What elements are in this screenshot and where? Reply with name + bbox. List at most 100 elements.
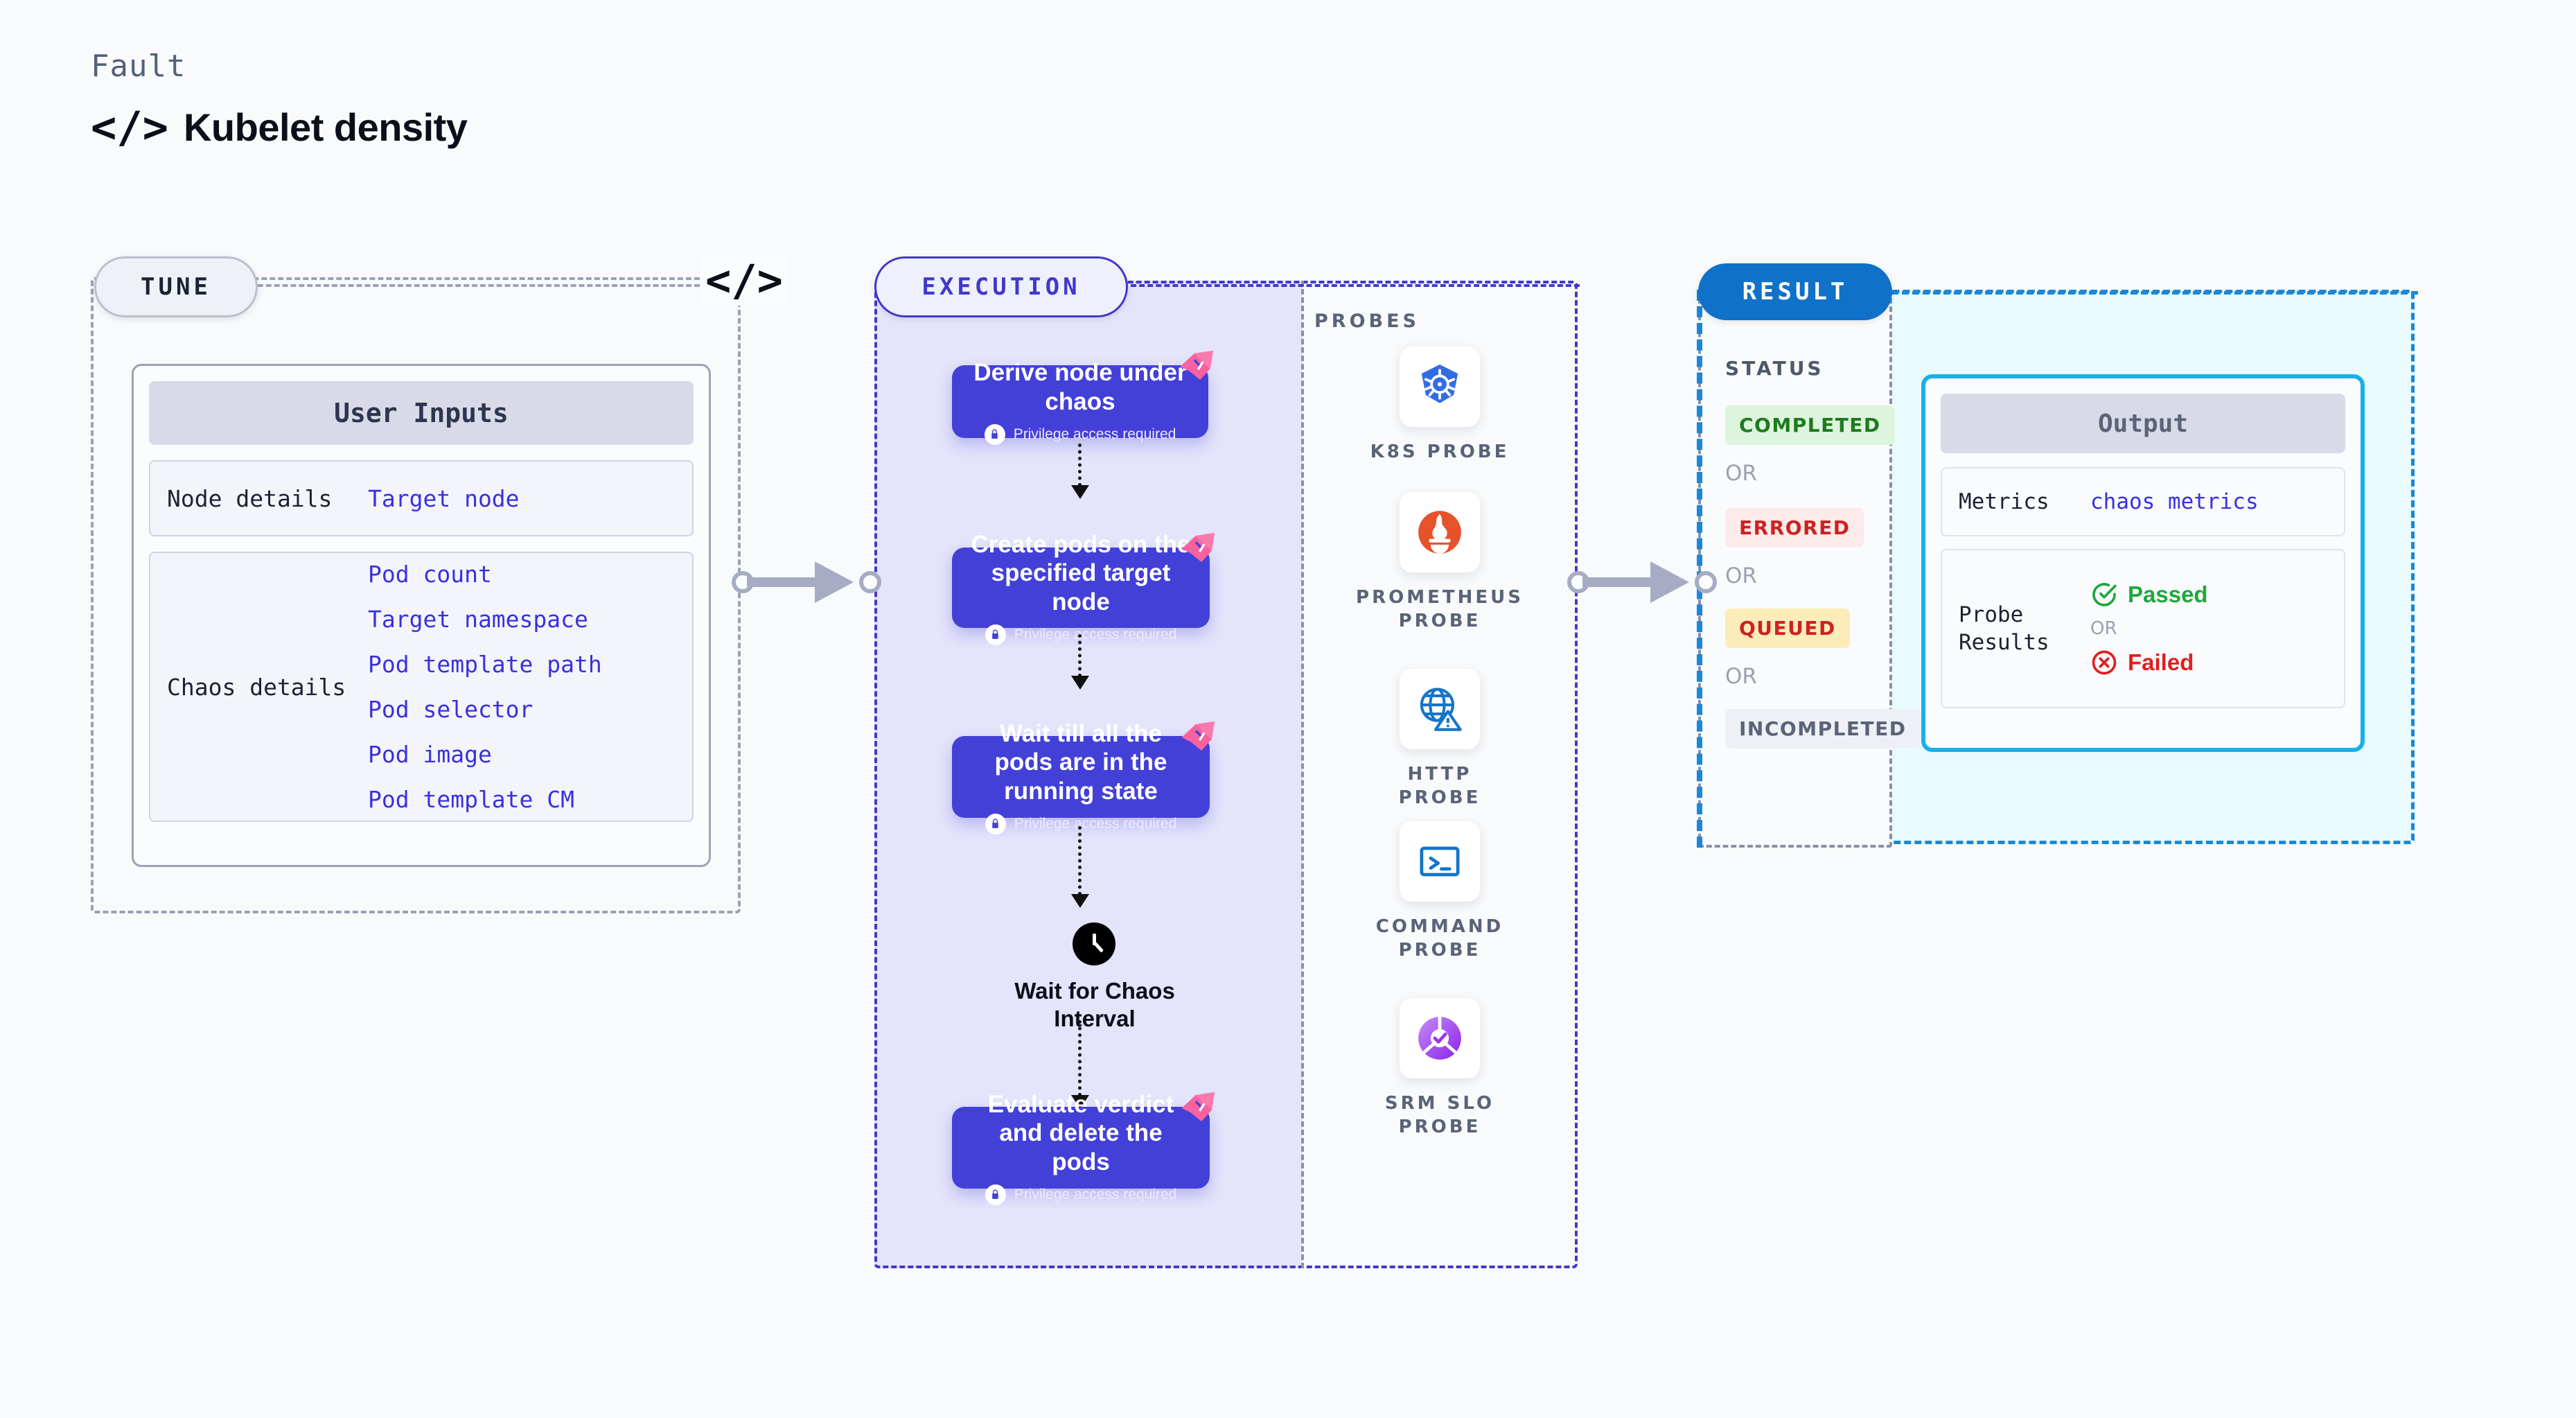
tune-stage-pill[interactable]: TUNE <box>94 256 258 317</box>
node-details-values: Target node <box>368 485 520 512</box>
connector-tune-to-execution <box>732 561 881 603</box>
connector-execution-to-result <box>1567 561 1717 603</box>
status-or-2: OR <box>1725 563 1757 588</box>
connector-end-dot <box>1695 571 1717 593</box>
input-pod-selector[interactable]: Pod selector <box>368 696 533 723</box>
chaos-details-label: Chaos details <box>167 673 346 701</box>
probe-results-label: Probe Results <box>1959 602 2049 655</box>
probes-section-title: PROBES <box>1314 310 1420 332</box>
verdict-failed: Failed <box>2090 649 2208 676</box>
code-brackets-icon: </> <box>91 101 168 152</box>
connector-arrow-head <box>1650 561 1689 603</box>
flow-node-title: Evaluate verdict and delete the pods <box>987 1091 1174 1175</box>
flow-arrow-2 <box>1078 634 1082 677</box>
input-pod-template-path[interactable]: Pod template path <box>368 651 602 678</box>
check-circle-icon <box>2092 583 2117 606</box>
node-details-label: Node details <box>167 484 333 512</box>
connector-end-dot <box>859 571 881 593</box>
input-pod-count[interactable]: Pod count <box>368 561 492 588</box>
probe-k8s[interactable]: K8S PROBE <box>1364 347 1516 464</box>
metrics-row: Metrics chaos metrics <box>1941 467 2345 536</box>
tune-code-brackets-icon: </> <box>700 255 788 306</box>
tune-dashed-connector <box>249 284 700 287</box>
harness-ribbon-icon <box>1180 350 1214 380</box>
probe-http[interactable]: HTTP PROBE <box>1364 669 1516 810</box>
prometheus-icon <box>1400 492 1480 572</box>
lock-icon <box>985 1184 1006 1205</box>
privilege-note: Privilege access required <box>985 813 1177 834</box>
flow-arrow-4 <box>1078 1020 1082 1096</box>
metrics-value[interactable]: chaos metrics <box>2090 489 2259 514</box>
status-badge-completed: COMPLETED <box>1725 405 1895 445</box>
privilege-note: Privilege access required <box>984 423 1176 445</box>
execution-dashed-connector <box>1122 284 1580 287</box>
status-or-3: OR <box>1725 664 1757 689</box>
harness-ribbon-icon <box>1181 1092 1215 1121</box>
result-panel-left-border <box>1697 290 1702 848</box>
status-badge-incompleted: INCOMPLETED <box>1725 709 1921 749</box>
privilege-note: Privilege access required <box>985 1184 1177 1205</box>
input-target-node[interactable]: Target node <box>368 484 520 512</box>
page-header: Fault </> Kubelet density <box>91 49 468 152</box>
clock-minute-hand <box>1093 942 1104 953</box>
status-badge-queued: QUEUED <box>1725 609 1850 648</box>
execution-stage-pill[interactable]: EXECUTION <box>874 256 1128 317</box>
probe-command[interactable]: COMMAND PROBE <box>1364 821 1516 963</box>
eyebrow-label: Fault <box>91 49 186 84</box>
privilege-note: Privilege access required <box>985 624 1176 645</box>
title-row: </> Kubelet density <box>91 101 468 152</box>
status-title: STATUS <box>1725 357 1824 380</box>
privilege-text: Privilege access required <box>1013 426 1176 442</box>
probe-label: K8S PROBE <box>1370 441 1510 462</box>
harness-ribbon-icon <box>1181 721 1215 751</box>
user-inputs-card: User Inputs Node details Target node Cha… <box>132 364 711 867</box>
flow-node-derive-node[interactable]: Derive node under chaos Privilege access… <box>952 350 1214 445</box>
input-pod-image[interactable]: Pod image <box>368 741 492 768</box>
flow-node-wait-running[interactable]: Wait till all the pods are in the runnin… <box>952 720 1215 834</box>
user-inputs-title: User Inputs <box>149 381 694 445</box>
wait-for-chaos-interval-label: Wait for Chaos Interval <box>1014 978 1175 1032</box>
node-details-row: Node details Target node <box>149 460 694 536</box>
globe-warning-icon <box>1400 669 1480 749</box>
harness-ribbon-icon <box>1181 532 1215 562</box>
flow-node-evaluate-verdict[interactable]: Evaluate verdict and delete the pods Pri… <box>952 1091 1215 1205</box>
probe-verdicts: Passed OR Failed <box>2090 581 2208 676</box>
verdict-passed: Passed <box>2090 581 2208 609</box>
metrics-label: Metrics <box>1959 489 2049 514</box>
input-target-namespace[interactable]: Target namespace <box>368 606 588 633</box>
clock-icon <box>1073 922 1115 965</box>
probe-label: COMMAND PROBE <box>1375 916 1504 961</box>
probe-label: SRM SLO PROBE <box>1384 1093 1495 1137</box>
status-or-1: OR <box>1725 461 1757 486</box>
probe-srm-slo[interactable]: SRM SLO PROBE <box>1364 998 1516 1139</box>
flow-node-title: Create pods on the specified target node <box>971 531 1191 615</box>
result-dashed-connector <box>1891 291 2418 295</box>
probe-label: PROMETHEUS PROBE <box>1356 587 1524 631</box>
output-card: Output Metrics chaos metrics Probe Resul… <box>1921 374 2365 752</box>
privilege-text: Privilege access required <box>1014 815 1177 832</box>
chaos-details-values: Pod count Target namespace Pod template … <box>368 561 602 813</box>
flow-arrow-head-1 <box>1071 485 1089 499</box>
result-stage-pill[interactable]: RESULT <box>1698 263 1892 320</box>
flow-node-create-pods[interactable]: Create pods on the specified target node… <box>952 531 1215 645</box>
lock-icon <box>985 813 1006 834</box>
flow-arrow-head-4 <box>1071 1095 1089 1109</box>
page-title: Kubelet density <box>183 105 468 149</box>
verdict-or: OR <box>2090 618 2117 639</box>
flow-arrow-head-3 <box>1071 894 1089 908</box>
output-title: Output <box>1941 394 2345 453</box>
srm-slo-icon <box>1400 998 1480 1078</box>
flow-arrow-1 <box>1078 444 1082 487</box>
connector-arrow-head <box>815 561 854 603</box>
verdict-passed-label: Passed <box>2128 581 2208 607</box>
lock-icon <box>985 624 1006 645</box>
chaos-details-row: Chaos details Pod count Target namespace… <box>149 552 694 822</box>
probe-prometheus[interactable]: PROMETHEUS PROBE <box>1356 492 1521 633</box>
flow-arrow-3 <box>1078 826 1082 895</box>
privilege-text: Privilege access required <box>1014 1186 1177 1202</box>
clock-hour-hand <box>1093 934 1096 945</box>
input-pod-template-cm[interactable]: Pod template CM <box>368 786 575 813</box>
terminal-icon <box>1400 821 1480 902</box>
kubernetes-icon <box>1400 347 1480 427</box>
status-badge-errored: ERRORED <box>1725 508 1864 548</box>
